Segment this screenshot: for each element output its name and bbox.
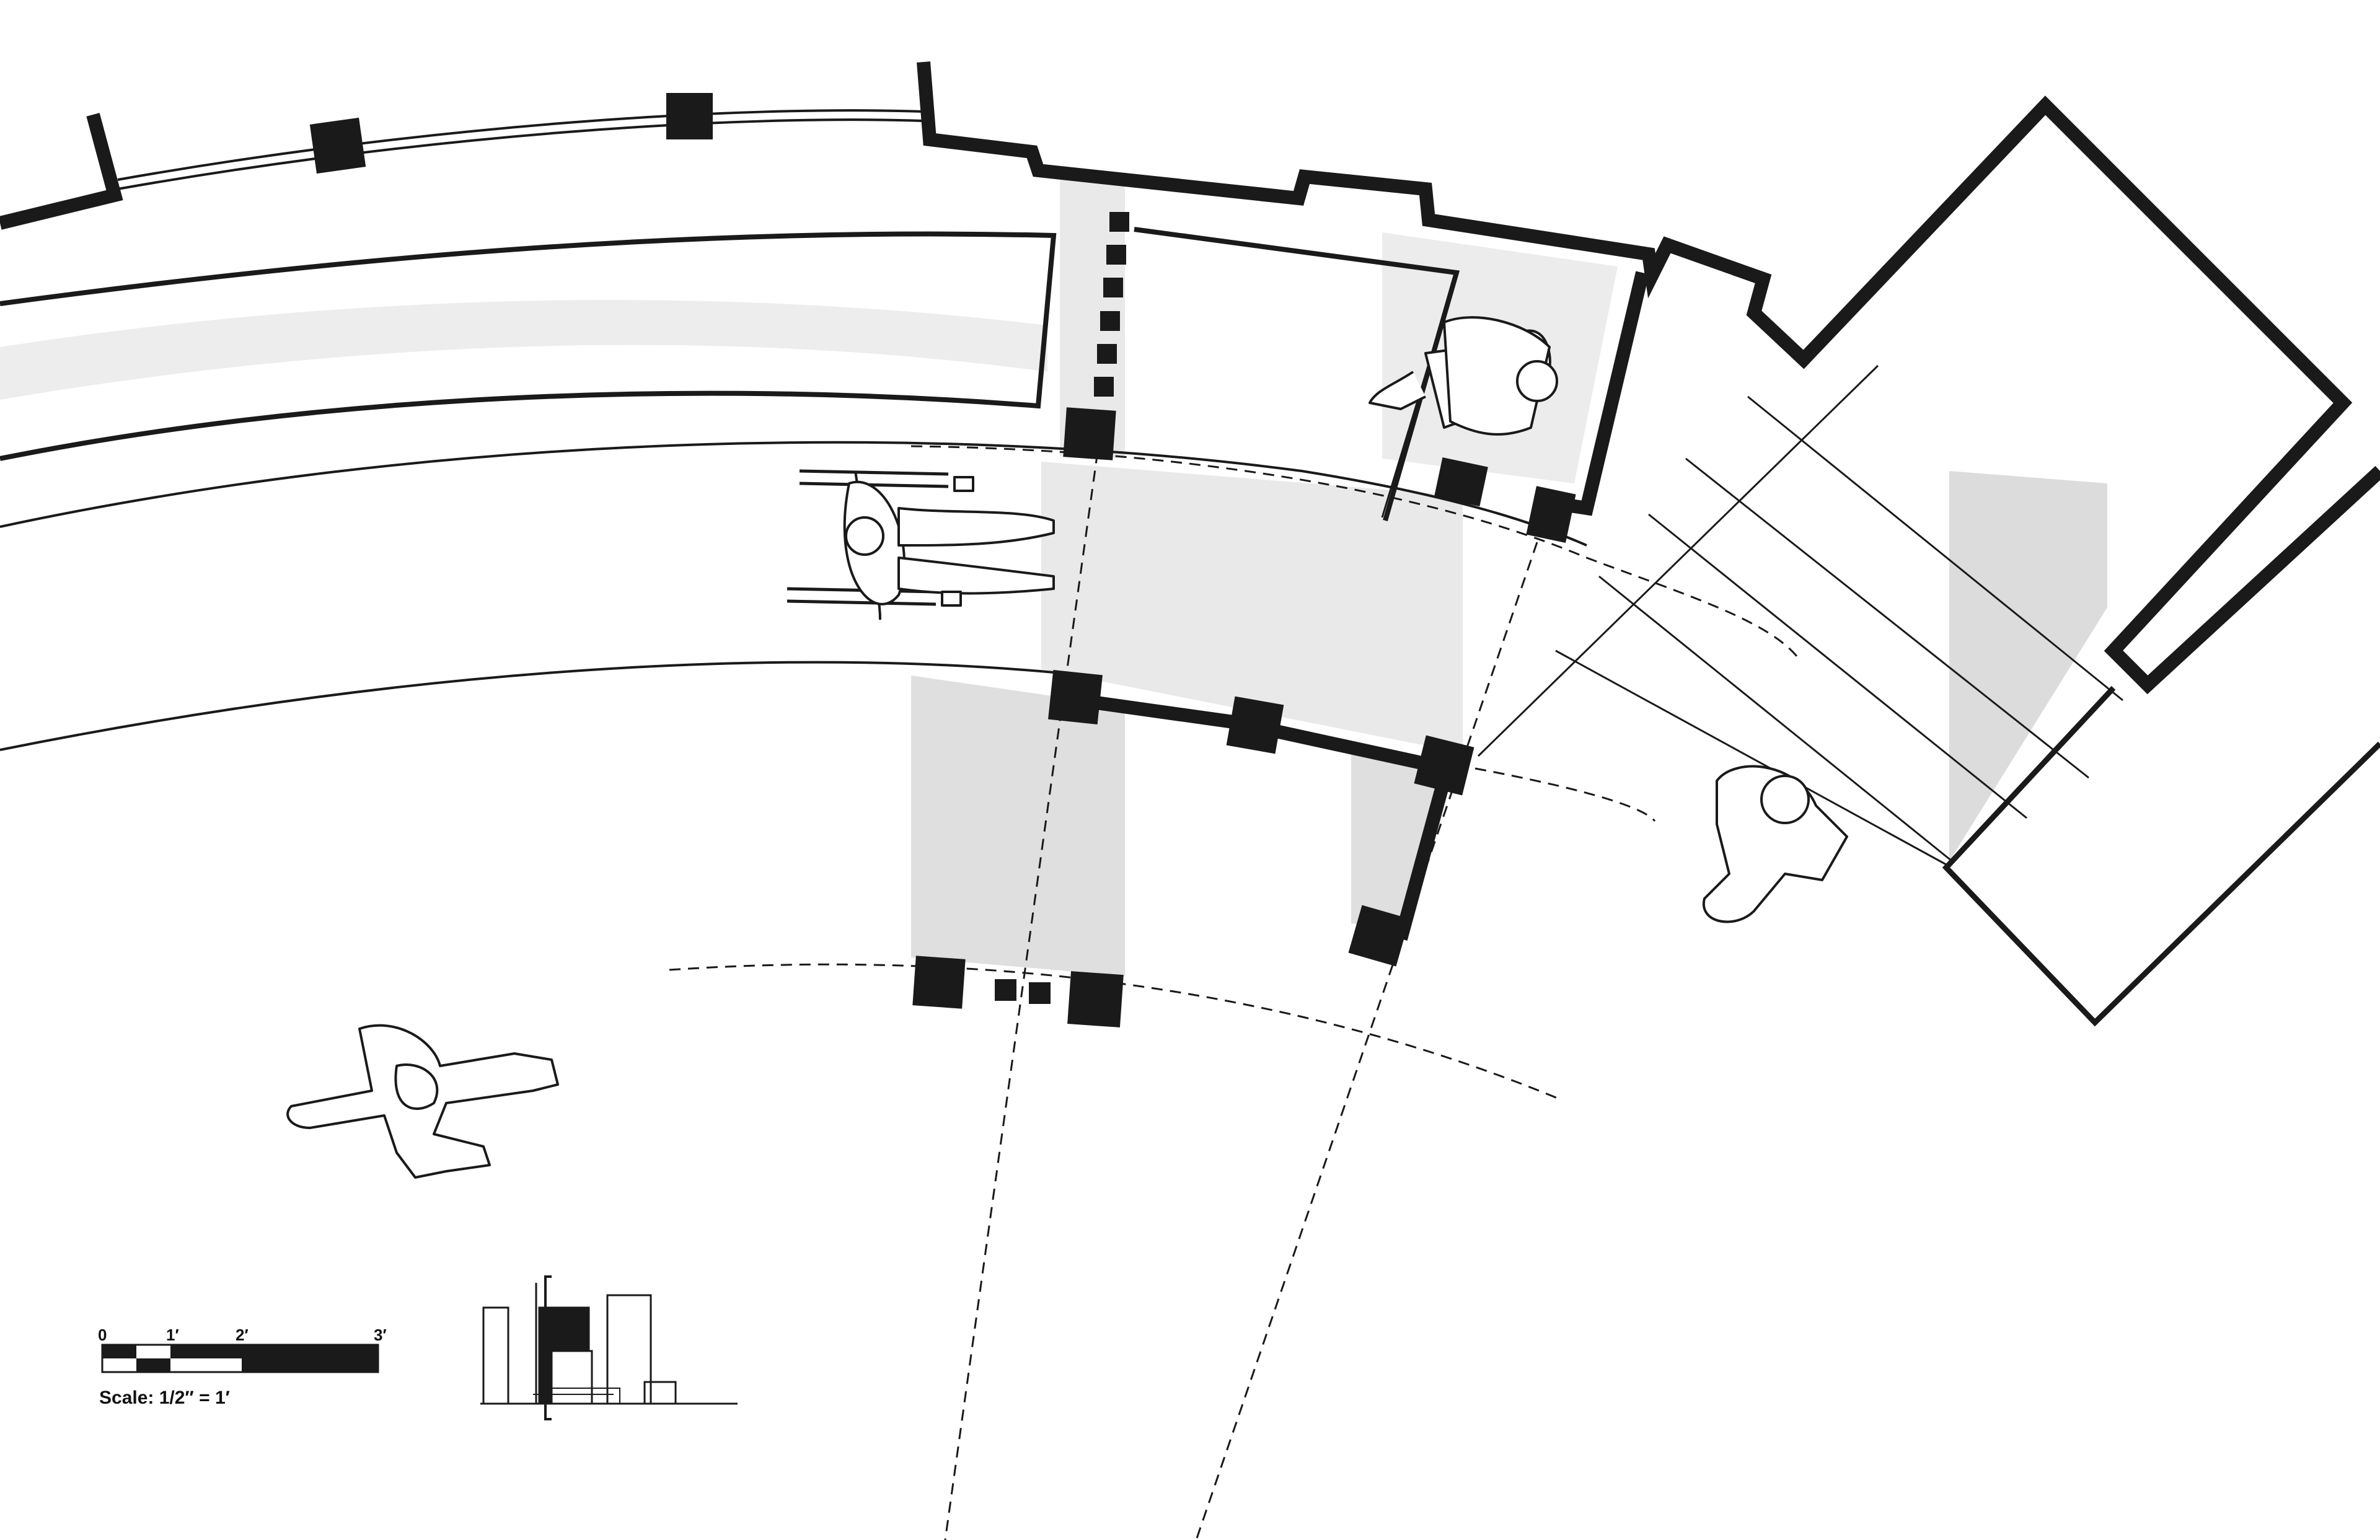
stair-edge-a	[1477, 364, 1879, 757]
stair-tread-1	[1747, 395, 2123, 702]
lower-shaft-shade-right	[1351, 744, 1444, 930]
stair-tread-5	[1555, 649, 1947, 866]
lower-walkway-edge	[0, 661, 1054, 751]
column	[912, 956, 966, 1009]
dashed-arc-lower	[669, 963, 1562, 1101]
standing-person-icon	[1702, 765, 1848, 923]
upper-walkway-edge	[0, 441, 1587, 547]
lower-shaft-shade-left	[911, 675, 1125, 976]
column	[1526, 486, 1576, 543]
column	[1067, 971, 1124, 1027]
column-small	[1109, 212, 1129, 232]
scale-tick-3: 3′	[374, 1326, 387, 1344]
column	[1226, 696, 1284, 754]
scale-bar-outline	[101, 1344, 379, 1373]
stair-tread-4	[1598, 575, 1953, 863]
column	[1063, 407, 1116, 460]
bench-inner-edge	[0, 231, 1057, 461]
circulation-arcs	[0, 109, 1587, 751]
curved-bench-shade	[0, 300, 1047, 400]
heavy-walls	[0, 61, 2380, 1027]
outer-wall-arc-inner	[117, 118, 924, 190]
stepped-top-wall	[917, 61, 2380, 695]
column	[1414, 735, 1474, 796]
dashed-arc-upper	[910, 445, 1799, 658]
outer-wall-left	[0, 113, 123, 230]
column-small	[995, 979, 1016, 1001]
middle-wall	[1056, 690, 1456, 941]
column-small	[1029, 982, 1051, 1004]
stair-shade	[1949, 471, 2107, 861]
column-small	[1097, 344, 1117, 364]
shaded-zones	[0, 180, 2107, 976]
column	[1434, 457, 1488, 507]
columns	[309, 93, 1576, 1027]
scale-bar: 0 1′ 2′ 3′ Scale: 1/2″ = 1′	[98, 1326, 387, 1408]
column-small	[1106, 245, 1126, 265]
column	[666, 93, 713, 139]
column	[309, 117, 366, 174]
key-elevation-thumbnail	[480, 1275, 738, 1420]
seated-person-icon	[1368, 316, 1558, 436]
column-small	[1103, 278, 1123, 297]
scale-tick-0: 0	[98, 1326, 107, 1344]
column	[1048, 670, 1103, 724]
column	[1348, 905, 1410, 967]
outer-wall-arc	[117, 109, 924, 181]
wheelchair-user-icon	[787, 469, 1055, 620]
column-small	[1100, 311, 1120, 331]
dashed-radial-right	[1195, 542, 1538, 1540]
scale-bar-segments	[102, 1345, 378, 1372]
stair-tread-2	[1685, 457, 2089, 779]
column-small	[1094, 377, 1114, 397]
dashed-radial-left	[944, 433, 1101, 1540]
lower-box-wall	[1942, 685, 2380, 1027]
scale-tick-1: 1′	[166, 1326, 179, 1344]
people-figures	[286, 316, 1848, 1179]
section-bracket	[544, 1275, 552, 1420]
scale-tick-2: 2′	[236, 1326, 249, 1344]
office-inner-wall	[1134, 227, 1460, 522]
dashed-arc-middle	[1474, 767, 1656, 822]
walking-person-icon	[286, 1024, 559, 1179]
dashed-guides	[669, 433, 1799, 1540]
central-bay-shade	[1041, 462, 1463, 753]
stair-tread-3	[1648, 513, 2027, 819]
scale-caption: Scale: 1/2″ = 1′	[99, 1388, 230, 1408]
